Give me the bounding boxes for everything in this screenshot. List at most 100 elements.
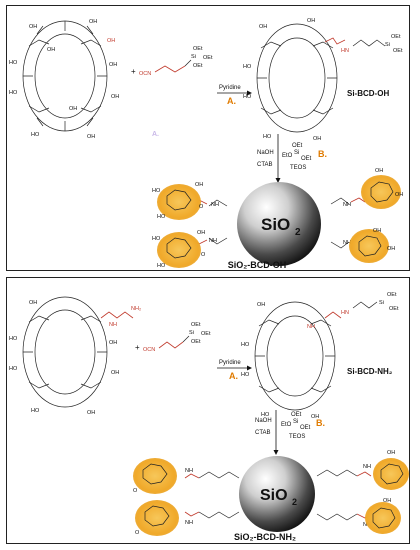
- nh-label: NH: [185, 520, 193, 526]
- sio2-bcd-nh2-label: SiO₂-BCD-NH₂: [234, 532, 296, 542]
- oet-label: OEt: [191, 322, 201, 328]
- teos-oet2-label: OEt: [300, 425, 311, 431]
- oh-label: OH: [373, 228, 381, 234]
- oet-label: OEt: [389, 306, 399, 312]
- oh-label: OH: [109, 62, 117, 68]
- oet-label: OEt: [193, 63, 203, 69]
- o-label: O: [199, 204, 204, 210]
- oh-label: OH: [313, 136, 321, 142]
- teos-eto-label: EtO: [281, 422, 292, 428]
- step-b-letter: B.: [318, 149, 327, 159]
- oet-label: OEt: [203, 55, 213, 61]
- ocn-label: OCN: [143, 347, 155, 353]
- oh-label: OH: [387, 246, 395, 252]
- oh-label: OH: [195, 182, 203, 188]
- nh-label: NH: [343, 202, 351, 208]
- oh-label: OH: [387, 450, 395, 456]
- o-label: O: [135, 530, 140, 536]
- step-b-arrow: NaOH CTAB OEt EtO Si OEt TEOS B.: [257, 134, 327, 183]
- oet-label: OEt: [387, 292, 397, 298]
- ho-label: HO: [152, 188, 161, 194]
- reactive-oh-label: OH: [107, 38, 115, 44]
- plus-sign: +: [135, 343, 140, 352]
- ho-label: HO: [31, 408, 40, 414]
- naoh-label: NaOH: [257, 150, 274, 156]
- ho-label: HO: [241, 372, 250, 378]
- beta-cyclodextrin-left: OH OH HO HO OH OH HO OH OH OH OH: [9, 19, 119, 140]
- sio2-subscript: 2: [295, 227, 301, 238]
- icpts-reagent: OCN Si OEt OEt OEt: [139, 46, 213, 77]
- ho-label: HO: [9, 336, 18, 342]
- ho-label: HO: [31, 132, 40, 138]
- cd-blob-upper-left: O: [133, 458, 177, 494]
- ho-label: HO: [157, 214, 166, 220]
- oh-label: OH: [47, 47, 55, 53]
- oh-label: OH: [109, 340, 117, 346]
- sio2-bcd-oh-label: SiO₂-BCD-OH: [228, 260, 287, 270]
- oh-label: OH: [89, 19, 97, 25]
- sio2-label: SiO: [261, 215, 290, 234]
- teos-si-label: Si: [294, 150, 299, 156]
- ho-label: HO: [9, 366, 18, 372]
- teos-eto-label: EtO: [282, 153, 293, 159]
- cd-blob-lower-left: HO HO OH O: [152, 230, 206, 269]
- sio2-label: SiO: [260, 487, 288, 504]
- step-a-letter: A.: [227, 96, 236, 106]
- oh-label: OH: [69, 106, 77, 112]
- si-label: Si: [379, 300, 384, 306]
- step-a-arrow: Pyridine A.: [217, 360, 252, 381]
- oh-label: OH: [395, 192, 403, 198]
- cd-blob-upper-right: OH OH: [361, 168, 403, 209]
- nh-label: NH: [307, 324, 315, 330]
- pyridine-label: Pyridine: [219, 85, 241, 91]
- ho-label: HO: [9, 60, 18, 66]
- si-bcd-nh2-product: OH HO HO HO OH NH HN Si OEt OEt Si-BCD-N…: [241, 292, 399, 420]
- panel-b-si-bcd-nh2: NH NH₂ OH HO HO OH OH HO OH + OCN Si OEt…: [6, 277, 410, 544]
- si-label: Si: [189, 330, 194, 336]
- oh-label: OH: [259, 24, 267, 30]
- cd-blob-upper-left: HO HO OH O: [152, 182, 204, 220]
- ho-label: HO: [152, 236, 161, 242]
- silica-sphere: [239, 456, 315, 532]
- oh-label: OH: [383, 498, 391, 504]
- oh-label: OH: [311, 414, 319, 420]
- si-bcd-oh-label: Si-BCD-OH: [347, 89, 389, 98]
- nh-label: NH: [209, 238, 217, 244]
- cd-blob-upper-right: OH: [373, 450, 409, 490]
- hn-label: HN: [341, 48, 349, 54]
- panel-b-scheme: NH NH₂ OH HO HO OH OH HO OH + OCN Si OEt…: [9, 292, 409, 542]
- oet-label: OEt: [393, 48, 403, 54]
- step-b-arrow: NaOH CTAB OEt EtO Si OEt TEOS B.: [255, 410, 325, 455]
- oet-label: OEt: [391, 34, 401, 40]
- nh-label: NH: [211, 202, 219, 208]
- oh-label: OH: [307, 18, 315, 24]
- ocn-label: OCN: [139, 71, 151, 77]
- panel-a-si-bcd-oh: OH OH HO HO OH OH HO OH OH OH OH + OCN S…: [6, 5, 410, 271]
- oh-label: OH: [111, 370, 119, 376]
- ho-label: HO: [243, 94, 252, 100]
- oh-label: OH: [111, 94, 119, 100]
- nh-label: NH: [109, 322, 117, 328]
- sio2-bcd-nh2-particle: NH NH NH NH SiO 2 O O OH: [133, 450, 409, 536]
- step-b-letter: B.: [316, 418, 325, 428]
- oh-label: OH: [29, 24, 37, 30]
- si-bcd-oh-product: OH OH HO HO HO OH HN Si OEt OEt Si-BCD-O…: [243, 18, 403, 142]
- teos-oet-label: OEt: [291, 412, 302, 418]
- si-label: Si: [385, 42, 390, 48]
- cd-blob-lower-left: O: [135, 500, 179, 536]
- si-bcd-nh2-label: Si-BCD-NH₂: [347, 367, 393, 376]
- plus-sign: +: [131, 67, 136, 76]
- teos-si-label: Si: [293, 419, 298, 425]
- oh-label: OH: [197, 230, 205, 236]
- sio2-subscript: 2: [292, 497, 297, 507]
- icpts-reagent: OCN Si OEt OEt OEt: [143, 322, 211, 353]
- o-label: O: [133, 488, 138, 494]
- teos-label: TEOS: [290, 165, 306, 171]
- sio2-bcd-oh-particle: NH NH NH NH SiO 2 HO HO OH O HO HO OH O: [152, 168, 403, 269]
- oh-label: OH: [375, 168, 383, 174]
- ho-label: HO: [243, 64, 252, 70]
- panel-a-scheme: OH OH HO HO OH OH HO OH OH OH OH + OCN S…: [9, 18, 403, 270]
- ctab-label: CTAB: [255, 430, 271, 436]
- cd-blob-lower-right: OH OH: [349, 228, 395, 263]
- amino-beta-cyclodextrin-left: NH NH₂ OH HO HO OH OH HO OH: [9, 296, 141, 416]
